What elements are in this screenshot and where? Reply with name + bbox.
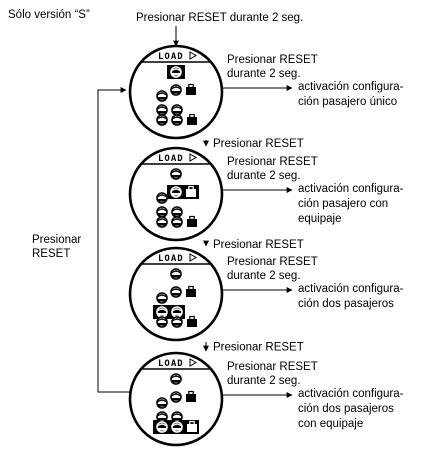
result-3-line1: activación configura- [298, 283, 404, 295]
version-note: Sólo versión “S” [8, 9, 90, 21]
hold-label-1-line2: durante 2 seg. [227, 68, 301, 80]
display-4: LOAD [128, 351, 224, 447]
display-load-label: LOAD [158, 154, 184, 164]
result-4-line1: activación configura- [298, 388, 404, 400]
result-1-line1: activación configura- [298, 81, 404, 93]
result-4-line3: con equipaje [298, 418, 363, 430]
loop-back-arrow [97, 87, 130, 393]
result-3-line2: ción dos pasajeros [298, 298, 394, 310]
hold-label-4-line1: Presionar RESET [227, 361, 318, 373]
result-1-line2: ción pasajero único [298, 96, 397, 108]
result-2-line2: ción pasajero con [298, 198, 388, 210]
hold-label-2-line1: Presionar RESET [227, 156, 318, 168]
display-load-label: LOAD [158, 254, 184, 264]
hold-label-4-line2: durante 2 seg. [227, 375, 301, 387]
next-label-4: Presionar RESET [213, 342, 304, 354]
result-2-line1: activación configura- [298, 183, 404, 195]
top-instruction: Presionar RESET durante 2 seg. [136, 12, 303, 24]
display-3: LOAD [128, 246, 224, 342]
next-label-2: Presionar RESET [213, 138, 304, 150]
result-4-line2: ción dos pasajeros [298, 403, 394, 415]
display-1: LOAD [128, 44, 224, 140]
loop-label-line2: RESET [32, 248, 70, 260]
hold-label-3-line1: Presionar RESET [227, 256, 318, 268]
hold-label-2-line2: durante 2 seg. [227, 170, 301, 182]
hold-label-3-line2: durante 2 seg. [227, 270, 301, 282]
display-load-label: LOAD [158, 359, 184, 369]
next-label-3: Presionar RESET [213, 239, 304, 251]
hold-label-1-line1: Presionar RESET [227, 54, 318, 66]
result-2-line3: equipaje [298, 213, 341, 225]
loop-label-line1: Presionar [32, 234, 81, 246]
display-2: LOAD [128, 146, 224, 242]
display-load-label: LOAD [158, 52, 184, 62]
